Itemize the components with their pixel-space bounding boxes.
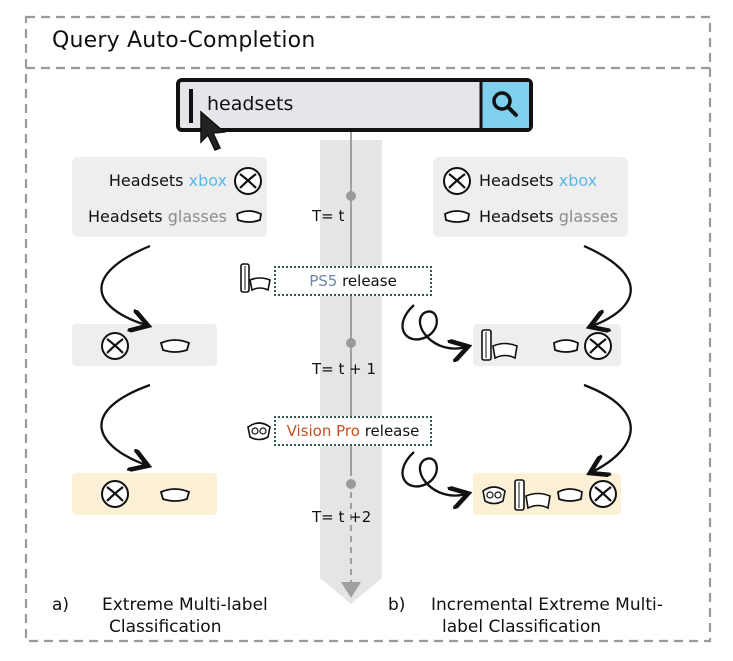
xbox-icon [583, 331, 613, 361]
event-ps5-release: PS5 release [274, 266, 432, 296]
time-step-2: T= t + 1 [312, 360, 377, 378]
left-suggest-card [72, 157, 267, 237]
vision-pro-icon [479, 481, 509, 509]
left-suggestion-1-keyword: xbox [188, 171, 227, 190]
caption-right-line1: Incremental Extreme Multi- [431, 595, 663, 615]
search-input[interactable]: headsets [207, 93, 294, 115]
xbox-icon [100, 331, 130, 361]
left-suggestion-2: Headsets glasses [88, 207, 227, 226]
caption-left-line1: Extreme Multi-label [102, 595, 268, 615]
event-vision-pro-suffix: release [359, 422, 420, 440]
caption-right-line2: label Classification [442, 617, 602, 637]
left-suggestion-1-prefix: Headsets [108, 171, 189, 190]
right-suggestion-1-keyword: xbox [558, 171, 598, 190]
ps5-icon [479, 328, 519, 362]
xbox-icon [588, 479, 618, 509]
loop-arrow-2 [401, 451, 466, 496]
xbox-icon [442, 166, 472, 196]
right-suggestion-1-prefix: Headsets [479, 171, 559, 190]
left-suggestion-2-prefix: Headsets [88, 207, 168, 226]
caption-right: b) Incremental Extreme Multi- label Clas… [388, 594, 708, 638]
search-button-bg [481, 82, 529, 128]
left-label-card-2 [72, 473, 217, 515]
caption-left-letter: a) [52, 595, 70, 615]
caption-left-line2: Classification [109, 617, 222, 637]
left-flow-arrow-2 [100, 383, 150, 465]
glasses-icon [234, 207, 264, 227]
timeline-dot-3 [346, 479, 356, 489]
event-ps5-suffix: release [337, 272, 397, 290]
search-icon[interactable] [489, 88, 521, 120]
time-step-1: T= t [312, 207, 345, 225]
left-suggestion-2-keyword: glasses [167, 207, 227, 226]
right-suggestion-1: Headsets xbox [479, 171, 597, 190]
mouse-pointer [200, 110, 226, 151]
event-vision-pro-name: Vision Pro [286, 422, 360, 440]
glasses-icon [555, 484, 585, 506]
right-suggest-card [433, 157, 628, 237]
glasses-icon [158, 484, 192, 506]
xbox-icon [100, 479, 130, 509]
right-flow-arrow-1 [583, 244, 632, 326]
event-vision-pro-release: Vision Pro release [274, 416, 432, 446]
timeline-dot-2 [346, 338, 356, 348]
right-label-card-2 [473, 473, 621, 515]
ps5-icon [512, 478, 552, 512]
left-suggestion-1: Headsets xbox [109, 171, 227, 190]
time-step-3: T= t +2 [312, 508, 372, 526]
page-title: Query Auto-Completion [52, 28, 316, 53]
right-suggestion-2-prefix: Headsets [479, 207, 559, 226]
timeline-dot-1 [346, 191, 356, 201]
caption-right-letter: b) [388, 595, 406, 615]
loop-arrow-1 [401, 304, 466, 349]
glasses-icon [158, 335, 192, 357]
outer-frame [24, 15, 712, 643]
right-suggestion-2-keyword: glasses [558, 207, 618, 226]
left-flow-arrow-1 [100, 244, 150, 325]
vision-pro-icon [244, 417, 274, 445]
xbox-icon [233, 166, 263, 196]
search-bar-box [176, 78, 533, 132]
glasses-icon [551, 335, 581, 357]
left-label-card-1 [72, 324, 217, 366]
caption-left: a) Extreme Multi-label Classification [52, 594, 312, 638]
event-ps5-name: PS5 [309, 272, 338, 290]
glasses-icon [442, 207, 472, 227]
right-suggestion-2: Headsets glasses [479, 207, 618, 226]
right-flow-arrow-2 [583, 383, 632, 472]
ps5-icon [238, 262, 272, 294]
